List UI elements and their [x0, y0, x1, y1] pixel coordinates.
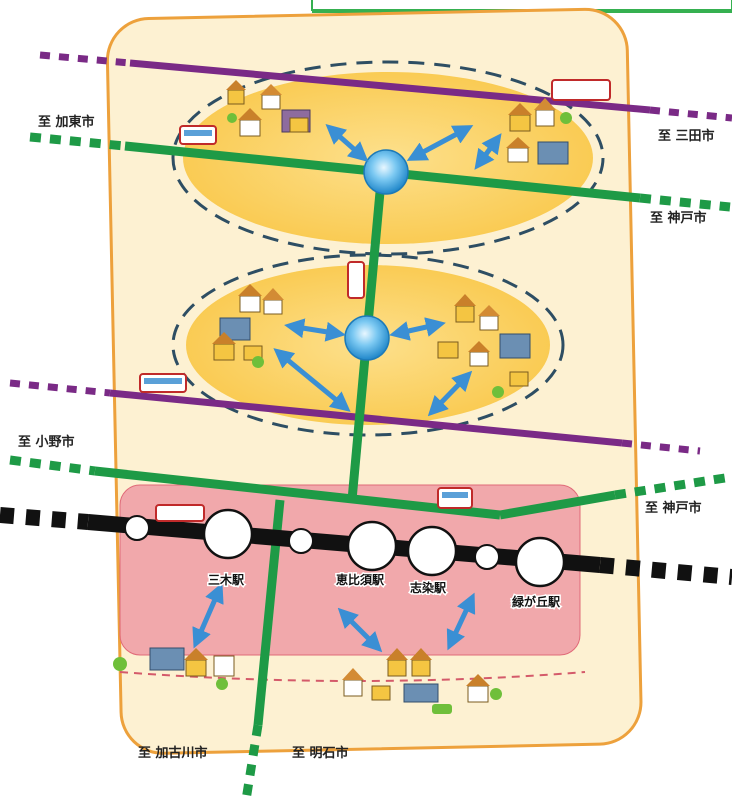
railway	[0, 507, 732, 585]
station-label-ebisu: 恵比須駅	[336, 572, 385, 587]
houses-bottom	[113, 487, 502, 714]
minor-station	[288, 528, 314, 554]
dest-label-sanda: 至 三田市	[658, 128, 715, 144]
dest-label-ono: 至 小野市	[18, 434, 75, 450]
bus-icon	[155, 504, 205, 522]
station-label-shijimi: 志染駅	[410, 580, 447, 595]
shijimi-station-marker	[406, 525, 458, 577]
miki-station-marker	[202, 508, 254, 560]
purple-roads	[9, 51, 732, 455]
middle-hub	[344, 315, 390, 361]
upper-district-boundary	[171, 60, 605, 256]
bus-icon-vertical	[347, 261, 365, 299]
ebisu-station-marker	[346, 520, 398, 572]
minor-station	[474, 544, 500, 570]
houses-middle-right	[437, 294, 531, 398]
station-label-miki: 三木駅	[208, 572, 245, 587]
connection-arrows	[192, 124, 502, 653]
houses-middle-left	[139, 261, 365, 393]
station-label-midorigaoka: 緑が丘駅	[512, 594, 561, 609]
station-building-icon	[551, 79, 611, 101]
dest-label-kakogawa: 至 加古川市	[138, 745, 208, 761]
upper-hub	[363, 149, 409, 195]
middle-district-boundary	[171, 253, 565, 437]
top-banner	[311, 0, 732, 11]
houses-upper-right	[506, 79, 611, 165]
minor-station	[124, 515, 150, 541]
dest-label-kobe-lower: 至 神戸市	[645, 500, 702, 516]
station-markers	[124, 508, 566, 588]
houses-upper-left	[179, 80, 311, 145]
dest-label-akashi: 至 明石市	[292, 745, 349, 761]
dest-label-kato: 至 加東市	[38, 114, 95, 130]
dest-label-kobe-upper: 至 神戸市	[650, 210, 707, 226]
midorigaoka-station-marker	[514, 536, 566, 588]
